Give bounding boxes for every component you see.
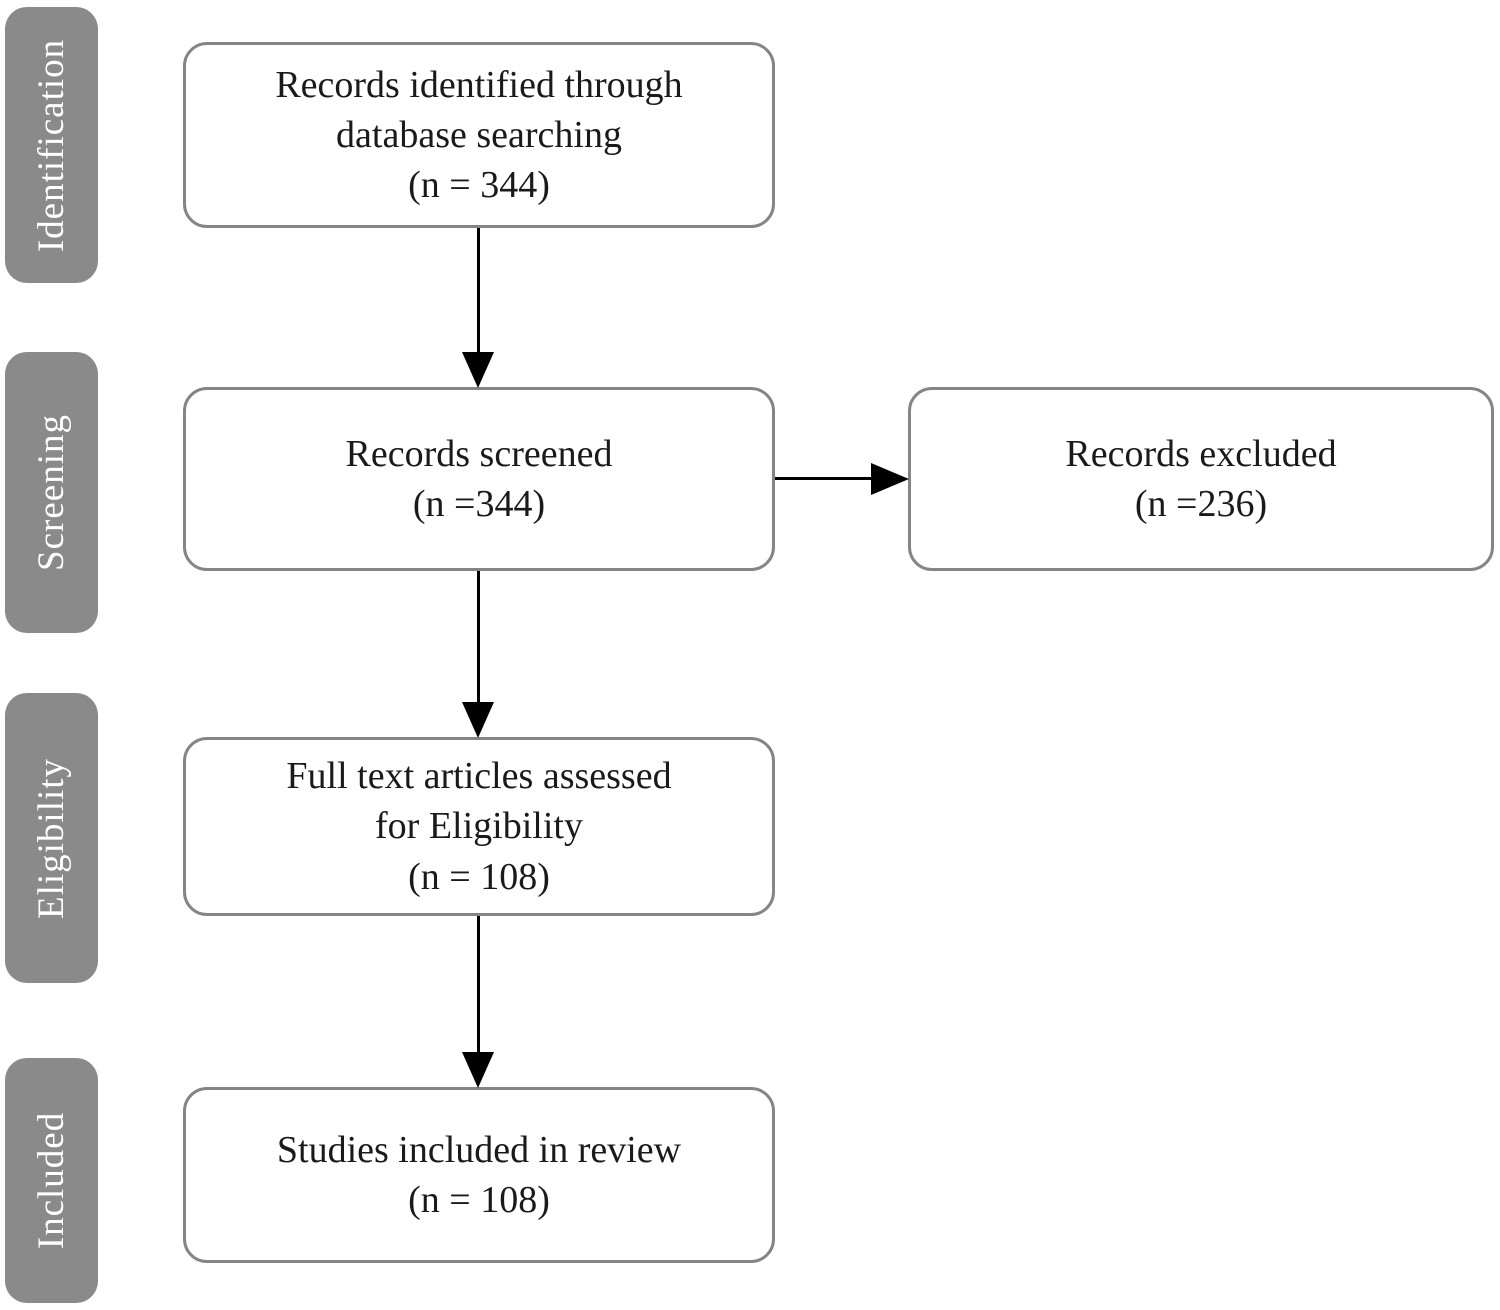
box-records-screened: Records screened (n =344): [183, 387, 775, 571]
box-studies-included-count: (n = 108): [408, 1179, 550, 1221]
stage-panel-screening: Screening: [5, 352, 98, 633]
arrow-screened-to-excluded-shaft: [775, 477, 875, 480]
arrow-identified-to-screened-head-icon: [462, 352, 494, 388]
box-records-identified-line-1: Records identified through: [275, 63, 683, 106]
stage-panel-eligibility: Eligibility: [5, 693, 98, 983]
stage-label-identification: Identification: [31, 38, 72, 252]
box-records-identified: Records identified through database sear…: [183, 42, 775, 228]
arrow-fulltext-to-included-shaft: [477, 916, 480, 1054]
box-studies-included: Studies included in review (n = 108): [183, 1087, 775, 1263]
box-records-excluded: Records excluded (n =236): [908, 387, 1494, 571]
arrow-screened-to-fulltext-head-icon: [462, 702, 494, 738]
stage-label-eligibility: Eligibility: [31, 757, 72, 919]
box-fulltext-assessed-count: (n = 108): [408, 855, 550, 898]
stage-panel-included: Included: [5, 1058, 98, 1303]
stage-label-screening: Screening: [31, 414, 73, 571]
box-fulltext-assessed-line-2: for Eligibility: [375, 805, 583, 848]
box-fulltext-assessed-line-1: Full text articles assessed: [286, 755, 672, 798]
box-fulltext-assessed: Full text articles assessed for Eligibil…: [183, 737, 775, 916]
box-records-screened-count: (n =344): [412, 483, 546, 525]
box-records-excluded-count: (n =236): [1134, 483, 1268, 525]
arrow-fulltext-to-included-head-icon: [462, 1052, 494, 1088]
box-records-screened-line-1: Records screened: [345, 432, 613, 475]
arrow-screened-to-excluded-head-icon: [871, 463, 909, 495]
box-studies-included-line-1: Studies included in review: [276, 1128, 682, 1171]
arrow-screened-to-fulltext-shaft: [477, 571, 480, 704]
stage-label-included: Included: [31, 1111, 73, 1250]
box-records-identified-line-2: database searching: [336, 113, 622, 156]
box-records-identified-count: (n = 344): [408, 164, 550, 207]
stage-panel-identification: Identification: [5, 7, 98, 283]
arrow-identified-to-screened-shaft: [477, 228, 480, 354]
box-records-excluded-line-1: Records excluded: [1065, 432, 1337, 475]
